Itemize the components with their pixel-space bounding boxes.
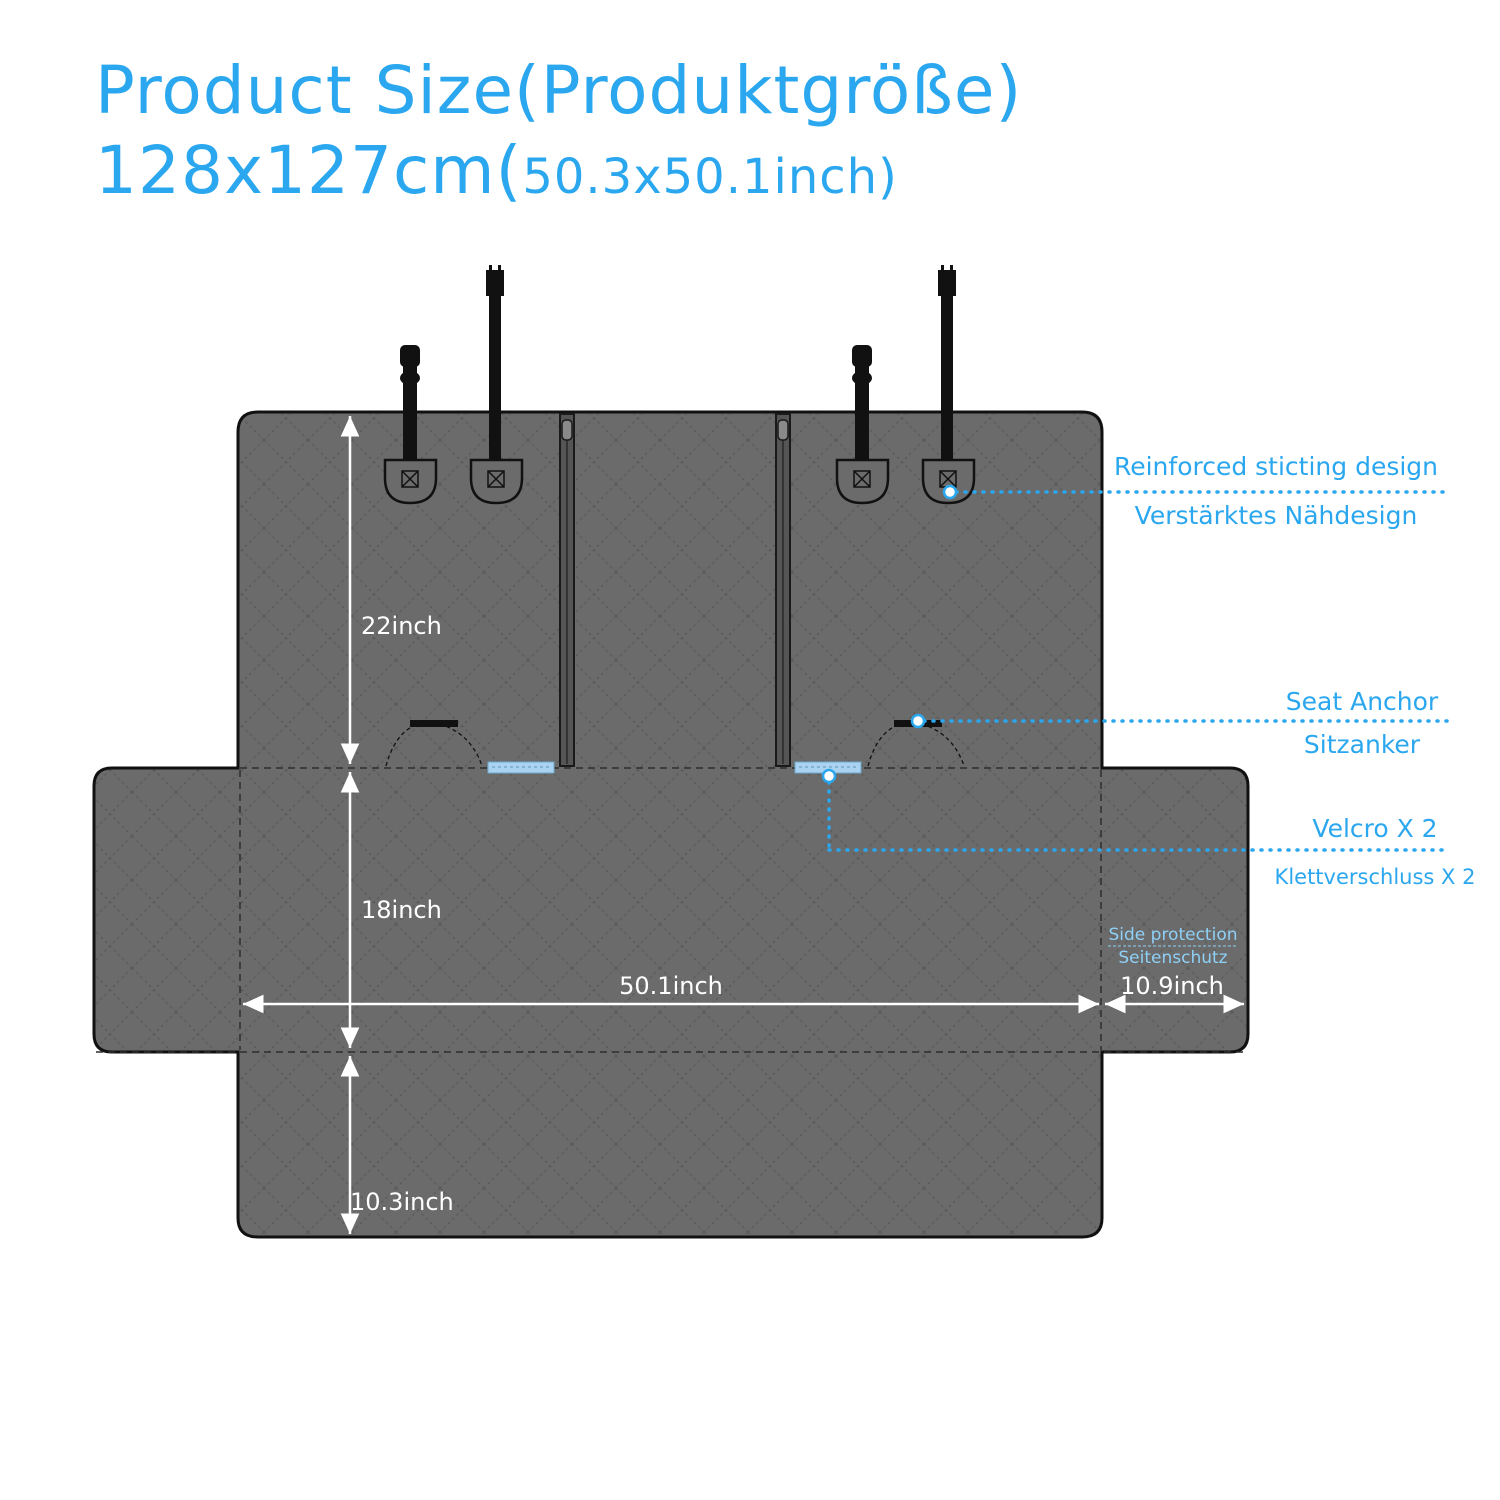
velcro-label-de: Klettverschluss X 2 xyxy=(1275,865,1476,889)
backrest-height-label: 22inch xyxy=(361,612,442,640)
headrest-strap-1 xyxy=(400,345,420,478)
stitch-x-marks xyxy=(401,470,957,488)
seat-anchor-label-de: Sitzanker xyxy=(1304,730,1421,759)
side-flap-label: 10.9inch xyxy=(1120,972,1224,1000)
zipper-right xyxy=(775,413,791,767)
dimension-arrows xyxy=(243,416,1244,1234)
seat-anchor-left xyxy=(385,720,483,767)
seat-depth-label: 18inch xyxy=(361,896,442,924)
headrest-strap-3 xyxy=(852,345,872,478)
velcro-label: Velcro X 2 xyxy=(1312,814,1437,843)
velcro-strip-left xyxy=(487,761,555,774)
side-protection-label-de: Seitenschutz xyxy=(1118,948,1227,968)
side-protection-label: Side protection xyxy=(1108,925,1237,945)
headrest-strap-4 xyxy=(938,265,956,478)
product-size-dimensions: 128x127cm(50.3x50.1inch) xyxy=(95,132,898,209)
callout-dots xyxy=(821,484,958,784)
zipper-left xyxy=(559,413,575,767)
seat-anchor-label: Seat Anchor xyxy=(1286,687,1439,716)
callout-leaders xyxy=(827,490,1450,852)
reinforced-stitching-label-de: Verstärktes Nähdesign xyxy=(1135,501,1418,530)
reinforced-stitch-patch xyxy=(383,458,976,505)
seat-cover-body xyxy=(92,410,1250,1239)
headrest-strap-2 xyxy=(486,265,504,478)
size-inch: 50.3x50.1inch) xyxy=(522,149,898,205)
size-cm: 128x127cm( xyxy=(95,132,523,209)
front-flap-label: 10.3inch xyxy=(350,1188,454,1216)
reinforced-stitching-label: Reinforced sticting design xyxy=(1114,452,1438,481)
width-label: 50.1inch xyxy=(619,972,723,1000)
product-size-title: Product Size(Produktgröße) xyxy=(95,52,1023,129)
